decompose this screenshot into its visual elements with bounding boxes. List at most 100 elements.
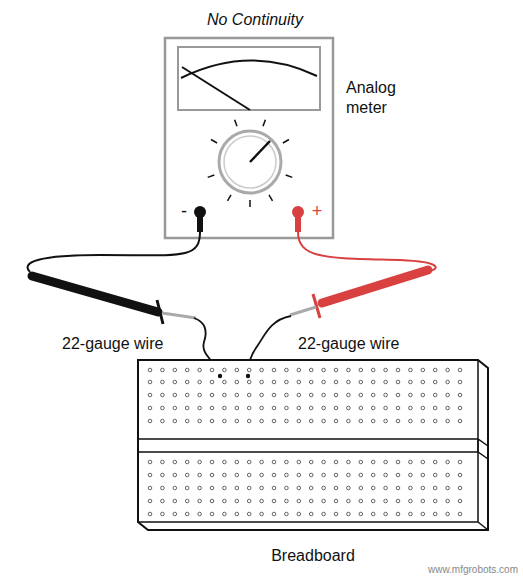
breadboard-hole: [161, 460, 165, 464]
breadboard-hole: [433, 393, 437, 397]
breadboard-hole: [235, 368, 239, 372]
breadboard-hole: [409, 380, 413, 384]
red-lead: [298, 232, 436, 272]
breadboard-hole: [384, 460, 388, 464]
breadboard-hole: [185, 486, 189, 490]
breadboard-hole: [285, 406, 289, 410]
breadboard-hole: [161, 406, 165, 410]
breadboard-hole: [446, 512, 450, 516]
breadboard-hole: [347, 419, 351, 423]
breadboard-hole: [421, 419, 425, 423]
breadboard-hole: [322, 486, 326, 490]
wire-right-end: [246, 374, 250, 378]
breadboard-hole: [260, 473, 264, 477]
breadboard-hole: [347, 486, 351, 490]
breadboard-hole: [396, 368, 400, 372]
breadboard-hole: [334, 380, 338, 384]
breadboard-hole: [322, 473, 326, 477]
breadboard-hole: [359, 499, 363, 503]
breadboard-hole: [223, 380, 227, 384]
breadboard-hole: [185, 460, 189, 464]
breadboard-hole: [359, 419, 363, 423]
breadboard-hole: [446, 499, 450, 503]
breadboard-hole: [309, 368, 313, 372]
breadboard-hole: [185, 368, 189, 372]
breadboard-hole: [396, 473, 400, 477]
breadboard-hole: [322, 393, 326, 397]
breadboard-hole: [148, 499, 152, 503]
breadboard-hole: [458, 486, 462, 490]
breadboard-hole: [371, 406, 375, 410]
breadboard-hole: [161, 473, 165, 477]
breadboard-hole: [384, 473, 388, 477]
breadboard-hole: [272, 406, 276, 410]
breadboard-hole: [334, 406, 338, 410]
black-probe-tip: [162, 313, 196, 318]
breadboard-hole: [347, 380, 351, 384]
breadboard-hole: [371, 380, 375, 384]
breadboard-hole: [272, 499, 276, 503]
breadboard-hole: [235, 419, 239, 423]
breadboard-hole: [334, 486, 338, 490]
breadboard-hole: [285, 512, 289, 516]
breadboard-hole: [173, 419, 177, 423]
breadboard-hole: [458, 512, 462, 516]
breadboard-hole: [347, 460, 351, 464]
breadboard-hole: [359, 393, 363, 397]
breadboard-hole: [247, 419, 251, 423]
dial-tick: [269, 195, 273, 201]
breadboard-hole: [334, 393, 338, 397]
breadboard-hole: [446, 406, 450, 410]
breadboard-hole: [309, 473, 313, 477]
breadboard-hole: [371, 419, 375, 423]
breadboard-hole: [247, 368, 251, 372]
breadboard-hole: [458, 473, 462, 477]
breadboard-hole: [210, 368, 214, 372]
breadboard-hole: [260, 406, 264, 410]
dial-tick: [211, 140, 217, 144]
dial-tick: [235, 120, 237, 127]
dial-tick: [249, 200, 251, 207]
meter-scale: [181, 60, 317, 78]
selector-pointer: [250, 141, 270, 162]
dial-tick: [283, 140, 289, 144]
breadboard-hole: [371, 512, 375, 516]
meter-housing: [165, 38, 333, 238]
breadboard-hole: [185, 499, 189, 503]
breadboard-hole: [359, 486, 363, 490]
breadboard-hole: [223, 368, 227, 372]
breadboard-hole: [198, 406, 202, 410]
breadboard-hole: [309, 393, 313, 397]
breadboard-hole: [210, 380, 214, 384]
breadboard-hole: [322, 460, 326, 464]
breadboard-hole: [458, 419, 462, 423]
breadboard-hole: [433, 368, 437, 372]
breadboard-hole: [148, 368, 152, 372]
breadboard-hole: [359, 473, 363, 477]
breadboard-hole: [347, 368, 351, 372]
breadboard-hole: [433, 460, 437, 464]
breadboard-hole: [409, 486, 413, 490]
breadboard-hole: [260, 368, 264, 372]
negative-terminal: -: [181, 200, 187, 223]
breadboard-hole: [458, 380, 462, 384]
breadboard-hole: [173, 512, 177, 516]
breadboard-hole: [148, 460, 152, 464]
breadboard-hole: [161, 393, 165, 397]
breadboard-hole: [272, 393, 276, 397]
breadboard-hole: [446, 368, 450, 372]
breadboard-hole: [384, 380, 388, 384]
breadboard-hole: [359, 512, 363, 516]
breadboard-hole: [322, 380, 326, 384]
dial-tick: [208, 175, 215, 177]
breadboard-hole: [272, 473, 276, 477]
breadboard-label: Breadboard: [271, 546, 355, 566]
breadboard-hole: [421, 512, 425, 516]
breadboard-hole: [384, 486, 388, 490]
red-probe-tip: [290, 307, 316, 315]
breadboard-hole: [235, 380, 239, 384]
breadboard-hole: [409, 406, 413, 410]
breadboard-hole: [285, 368, 289, 372]
breadboard-hole: [285, 473, 289, 477]
breadboard-hole: [173, 460, 177, 464]
